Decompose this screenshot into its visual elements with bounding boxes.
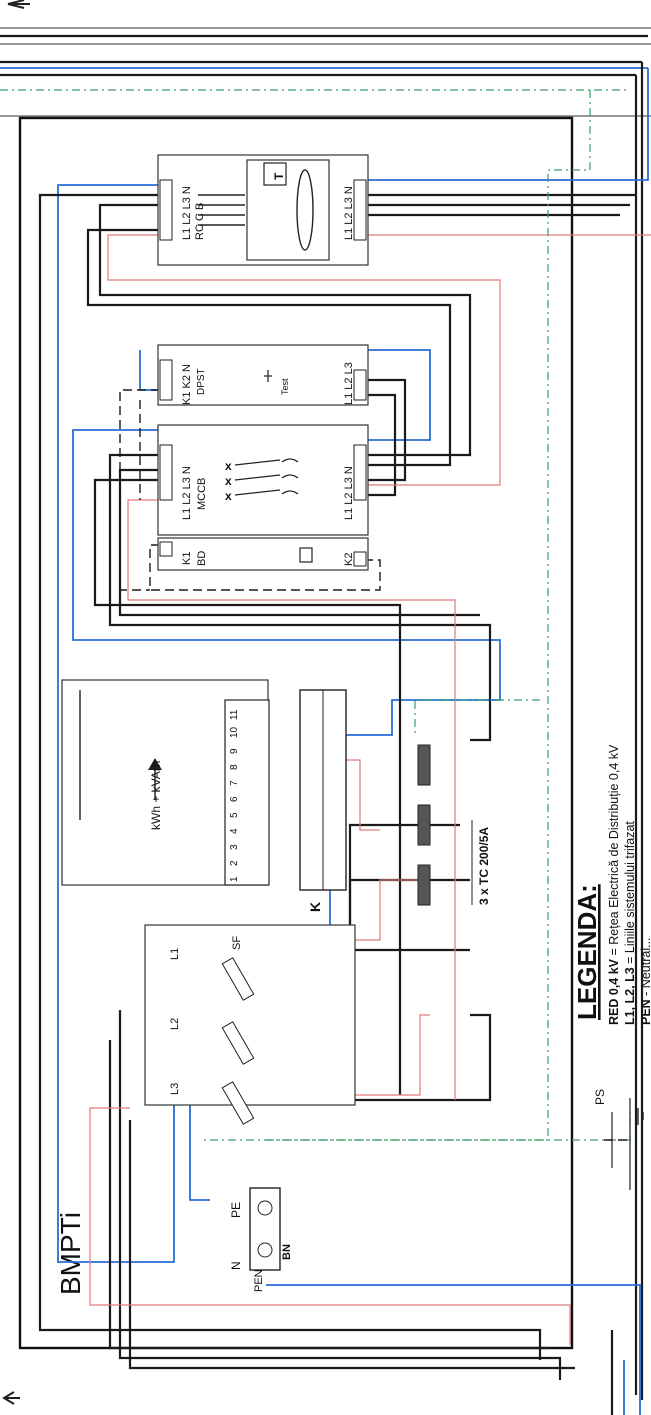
meter-terminal-5: 5 <box>229 812 240 818</box>
arrow-icon <box>7 0 30 9</box>
pen-terminal-block: N PE PEN BN <box>229 1187 293 1292</box>
legend: LEGENDA: RED 0,4 kV = Rețea Electrică de… <box>572 744 651 1025</box>
fuse-l3: L3 <box>169 1083 181 1095</box>
legend-line-2: L1, L2, L3 = Liniile sistemului trifazat <box>623 821 637 1025</box>
svg-text:x: x <box>225 474 232 488</box>
dpst-bottom-terminals: L1 L2 L3 <box>343 362 355 405</box>
energy-meter: kWh + kVArh 1 2 3 4 5 6 7 8 9 10 11 <box>61 679 270 886</box>
fuse-block: SF L1 L2 L3 <box>144 924 356 1125</box>
meter-terminal-2: 2 <box>229 860 240 866</box>
pen-n-label: N <box>229 1261 243 1270</box>
mccb-label: MCCB <box>196 478 208 510</box>
meter-terminal-8: 8 <box>229 764 240 770</box>
dpst-test-label: Test <box>280 378 290 395</box>
bd-label: BD <box>196 551 208 566</box>
meter-terminal-11: 11 <box>229 709 240 720</box>
meter-terminal-3: 3 <box>229 844 240 850</box>
pen-bn-label: BN <box>281 1244 293 1260</box>
meter-terminal-7: 7 <box>229 780 240 786</box>
network-lines <box>0 27 651 1415</box>
fuse-label: SF <box>231 936 243 950</box>
surge-label: PS <box>593 1089 607 1105</box>
legend-title: LEGENDA: <box>572 884 602 1020</box>
test-block-label: K <box>307 902 323 912</box>
meter-label: kWh + kVArh <box>149 761 163 830</box>
meter-terminal-4: 4 <box>229 828 240 834</box>
arrow-icon <box>2 1391 20 1405</box>
mccb-bottom-terminals: L1 L2 L3 N <box>343 466 355 520</box>
dpst-label: DPST <box>196 368 207 395</box>
fuse-l2: L2 <box>169 1018 181 1030</box>
current-transformers: 3 x TC 200/5A <box>417 744 491 906</box>
meter-terminal-9: 9 <box>229 748 240 754</box>
rccb-bottom-terminals: L1 L2 L3 N <box>343 186 355 240</box>
legend-line-1: RED 0,4 kV = Rețea Electrică de Distribu… <box>607 744 621 1025</box>
pen-pen-label: PEN <box>253 1269 265 1292</box>
test-block-k: K <box>299 689 347 912</box>
mccb-module: L1 L2 L3 N MCCB x x x L1 L2 L3 N <box>157 424 369 536</box>
meter-terminal-1: 1 <box>229 876 240 882</box>
rccb-label: RC C B <box>194 203 206 240</box>
ct-label: 3 x TC 200/5A <box>477 827 491 905</box>
bd-k1: K1 <box>181 552 193 565</box>
meter-terminal-10: 10 <box>229 726 240 738</box>
bd-k2: K2 <box>343 553 355 566</box>
rccb-top-terminals: L1 L2 L3 N <box>181 186 193 240</box>
bd-module: K1 BD K2 <box>157 537 369 571</box>
surge-protector: PS <box>593 1089 644 1190</box>
meter-terminal-6: 6 <box>229 796 240 802</box>
legend-line-3: PEN - Neutral... <box>639 937 651 1025</box>
dpst-top-terminals: K1 K2 N <box>181 364 193 405</box>
svg-text:x: x <box>225 489 232 503</box>
mccb-top-terminals: L1 L2 L3 N <box>181 466 193 520</box>
enclosure-label: BMPTi <box>55 1212 86 1295</box>
rccb-module: T L1 L2 L3 N RC C B L1 L2 L3 N <box>157 154 369 266</box>
dpst-module: K1 K2 N DPST Test L1 L2 L3 <box>157 344 369 406</box>
module-terminals <box>159 179 367 567</box>
fuse-l1: L1 <box>169 948 181 960</box>
pen-pe-label: PE <box>229 1202 243 1218</box>
svg-text:x: x <box>225 459 232 473</box>
rccb-test-mark: T <box>272 172 286 180</box>
